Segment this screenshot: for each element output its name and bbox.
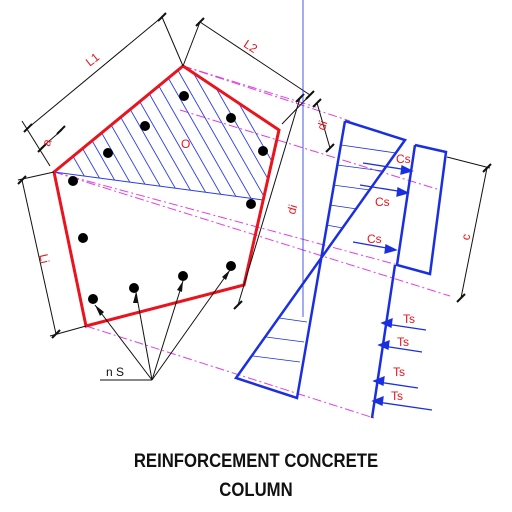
- dimension-lines: [17, 12, 492, 381]
- column-section-diagram: L1 L2 a Li O di di c Cs Cs Cs Ts Ts Ts T…: [17, 0, 492, 419]
- label-cs-1: Cs: [396, 152, 411, 166]
- compression-zone-hatch: [54, 66, 279, 200]
- label-cs-3: Cs: [367, 232, 382, 246]
- label-Li: Li: [36, 253, 52, 265]
- steel-stress-line: [370, 264, 397, 419]
- strain-profile: [233, 119, 408, 400]
- label-cs-2: Cs: [375, 195, 390, 209]
- label-c: c: [458, 233, 473, 242]
- projection-line: [53, 171, 399, 266]
- rebar: [178, 271, 188, 281]
- rebar: [179, 91, 189, 101]
- label-L1: L1: [83, 50, 102, 69]
- rebar: [258, 146, 268, 156]
- rebar: [68, 176, 78, 186]
- rebar-group: [68, 91, 268, 304]
- rebar: [129, 283, 139, 293]
- label-nS: n S: [106, 365, 124, 379]
- force-arrows: [352, 162, 433, 411]
- rebar: [226, 113, 236, 123]
- leader-arrowheads: [95, 270, 230, 316]
- projection-line: [182, 65, 317, 108]
- rebar: [246, 199, 256, 209]
- projection-line: [179, 109, 441, 191]
- labels: L1 L2 a Li O di di c Cs Cs Cs Ts Ts Ts T…: [36, 37, 473, 403]
- label-ts-2: Ts: [397, 335, 409, 349]
- projection-lines: [53, 65, 451, 419]
- neutral-axis-line: [53, 171, 264, 201]
- label-di-big: di: [284, 203, 300, 216]
- label-ts-1: Ts: [403, 312, 415, 326]
- column-section-outline: [52, 64, 281, 328]
- label-a: a: [39, 137, 55, 148]
- label-L2: L2: [241, 37, 260, 56]
- stress-diagram: [233, 0, 448, 419]
- rebar: [78, 233, 88, 243]
- rebar: [103, 148, 113, 158]
- caption-line-1: REINFORCEMENT CONCRETE: [133, 451, 379, 472]
- rebar: [88, 294, 98, 304]
- rebar: [140, 121, 150, 131]
- rebar: [226, 261, 236, 271]
- projection-line: [85, 325, 375, 419]
- caption-line-2: COLUMN: [219, 480, 293, 501]
- projection-line: [182, 65, 351, 122]
- label-ts-4: Ts: [391, 389, 403, 403]
- concrete-stress-block: [395, 143, 448, 276]
- label-ts-3: Ts: [393, 365, 405, 379]
- projection-line: [53, 171, 451, 297]
- label-O: O: [181, 137, 190, 151]
- label-di-small: di: [314, 119, 330, 132]
